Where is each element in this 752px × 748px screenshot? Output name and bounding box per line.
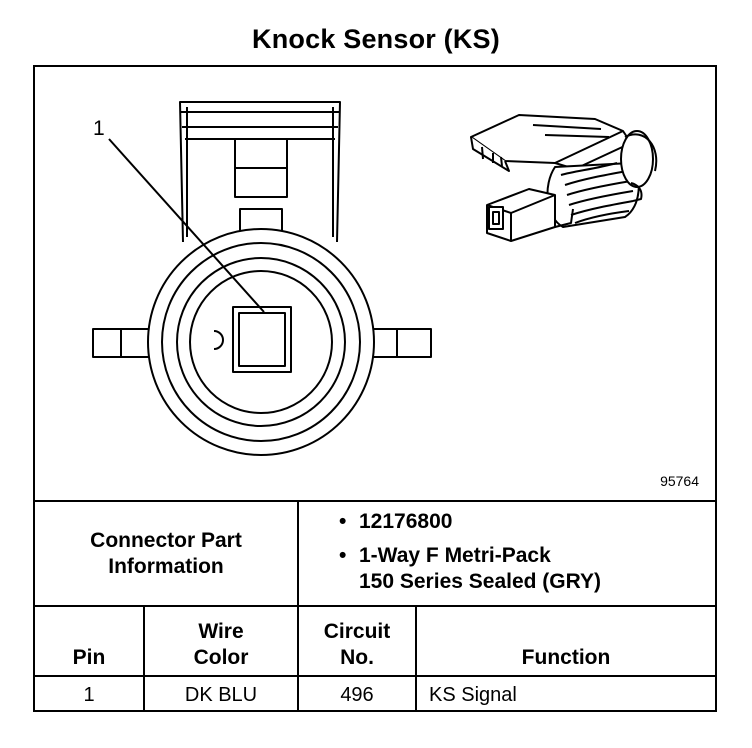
divider	[35, 675, 715, 677]
table-cell-function: KS Signal	[429, 684, 517, 706]
connector-drawing: 1	[92, 101, 658, 456]
divider	[297, 500, 299, 605]
list-item: 1-Way F Metri-Pack 150 Series Sealed (GR…	[335, 543, 705, 595]
figure-number: 95764	[660, 473, 699, 489]
callout-number: 1	[93, 117, 105, 140]
column-header-wire-color: Wire Color	[193, 620, 249, 669]
connector-info-frame: 1 95764 Connector Part Information 12176…	[33, 65, 717, 712]
table-cell-wire-color: DK BLU	[184, 684, 258, 706]
divider	[35, 605, 715, 607]
divider	[143, 605, 145, 712]
divider	[415, 605, 417, 712]
connector-part-information-list: 12176800 1-Way F Metri-Pack 150 Series S…	[335, 509, 705, 603]
divider	[35, 500, 715, 502]
callout-leader-line	[108, 138, 265, 313]
column-header-circuit-no: Circuit No.	[323, 620, 391, 669]
page-title: Knock Sensor (KS)	[252, 24, 500, 54]
table-cell-circuit-no: 496	[340, 684, 374, 706]
column-header-function: Function	[521, 646, 611, 669]
divider	[297, 605, 299, 712]
connector-part-information-label: Connector Part Information	[90, 528, 242, 578]
diagram-area: 1 95764	[35, 67, 715, 500]
list-item: 12176800	[335, 509, 705, 535]
connector-isometric-view	[470, 114, 658, 242]
column-header-pin: Pin	[72, 646, 106, 669]
table-cell-pin: 1	[83, 684, 95, 706]
connector-front-view	[92, 101, 432, 456]
